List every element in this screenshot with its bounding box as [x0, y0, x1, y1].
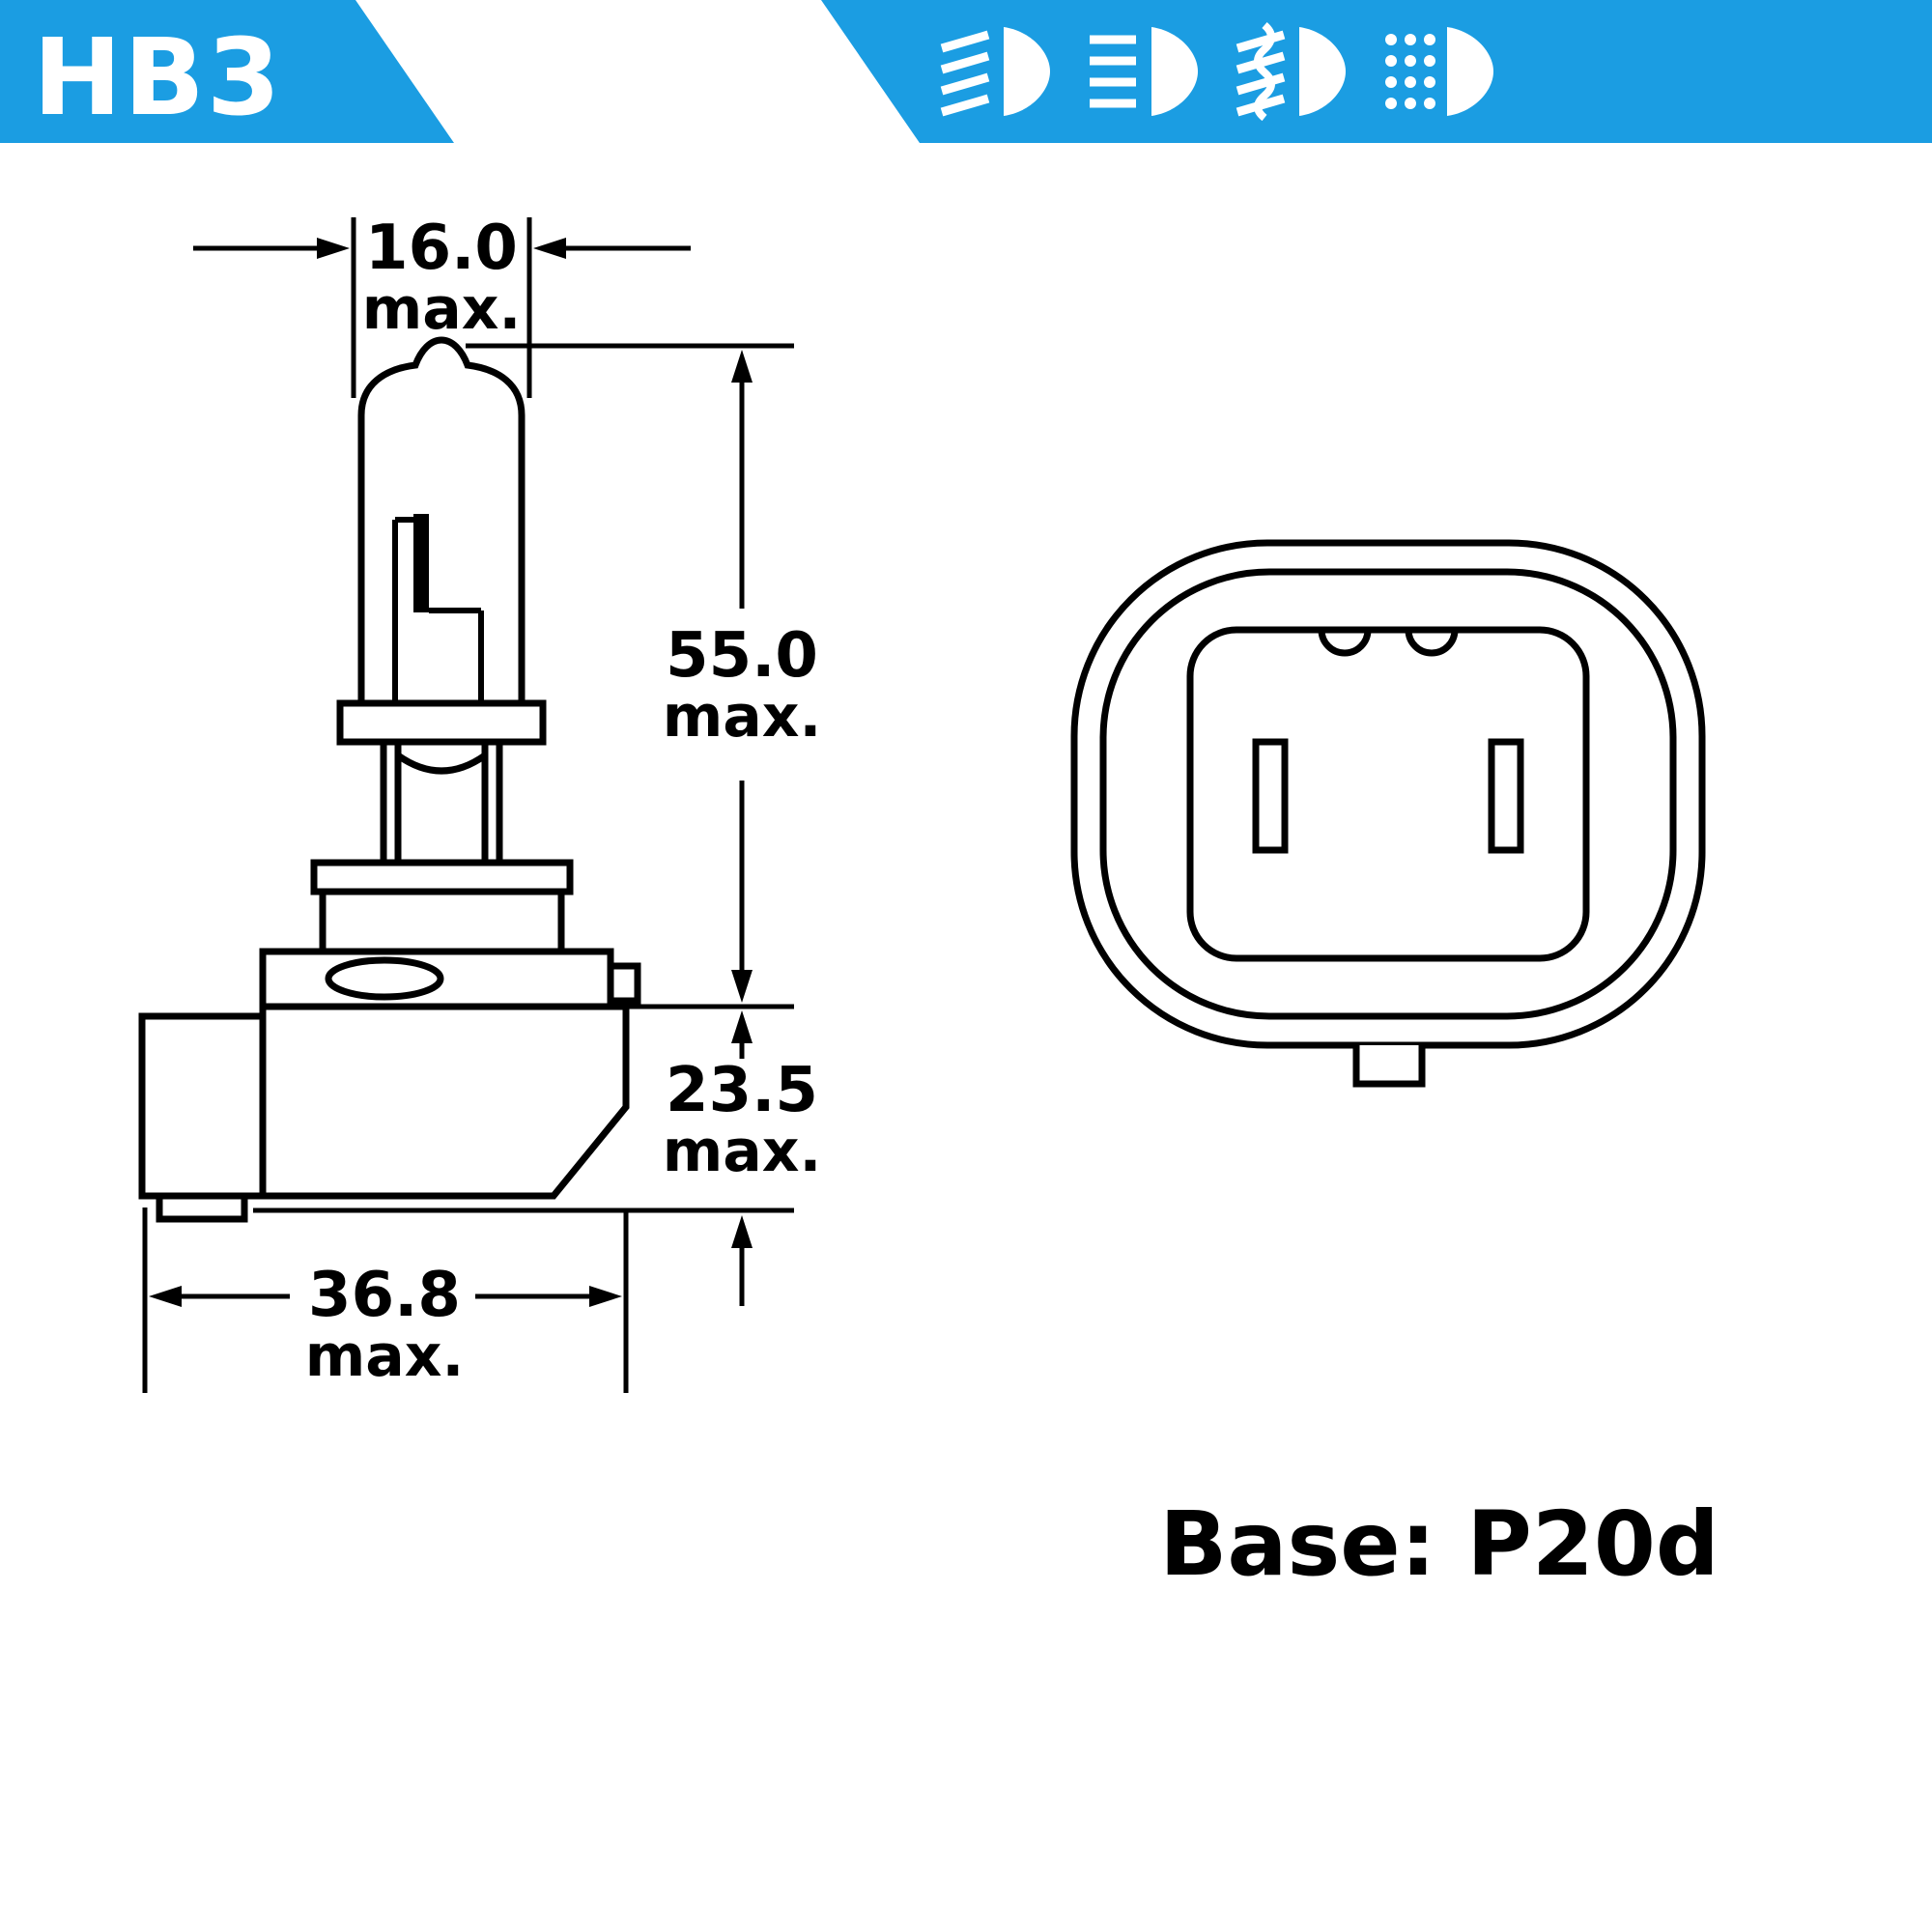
base-neck [319, 888, 565, 955]
collar-flange [336, 699, 547, 746]
base-flange-plate [259, 948, 614, 1010]
connector-plug-tab [156, 1192, 248, 1223]
dimension-base-depth: 23.5 max. [253, 1010, 821, 1306]
glass-envelope [357, 336, 526, 703]
base-width-suffix: max. [305, 1322, 465, 1390]
dimension-tube-diameter: 16.0 max. [193, 213, 691, 398]
base-ring [310, 859, 574, 895]
high-beam-icon [1090, 27, 1198, 116]
connector-outer-outline [1070, 539, 1706, 1049]
socket-body [259, 1003, 630, 1200]
flange-tab [607, 962, 641, 1005]
tube-diameter-value: 16.0 [365, 213, 518, 284]
front-fog-icon [1236, 21, 1346, 122]
low-beam-icon [940, 27, 1050, 117]
bulb-side-view [138, 336, 641, 1223]
model-label: HB3 [33, 15, 282, 139]
filament-lead-right [429, 608, 484, 703]
terminal-slot-left [1252, 738, 1289, 854]
tube-diameter-suffix: max. [362, 275, 522, 343]
filament-lead-left [392, 517, 413, 703]
header-left-banner [0, 0, 454, 143]
base-depth-value: 23.5 [666, 1055, 818, 1126]
keying-bump-left [1318, 629, 1372, 657]
header-band: HB3 [0, 0, 1932, 143]
daytime-running-light-icon [1385, 27, 1493, 116]
header-right-banner [821, 0, 1932, 143]
support-skirt [380, 742, 503, 863]
base-depth-suffix: max. [663, 1118, 822, 1185]
keying-bump-right [1405, 629, 1459, 657]
flange-detail [325, 956, 444, 1001]
connector-bottom-tab [1352, 1045, 1426, 1088]
dimension-base-width: 36.8 max. [142, 1208, 629, 1393]
overall-length-value: 55.0 [666, 620, 818, 692]
base-type-label: Base: P20d [1159, 1492, 1719, 1596]
dimension-overall-length: 55.0 max. [466, 343, 822, 1009]
filament [413, 514, 429, 612]
connector-top-view [1070, 539, 1706, 1088]
connector-cavity [1186, 626, 1590, 962]
connector-plug [138, 1012, 267, 1200]
base-width-value: 36.8 [308, 1260, 461, 1331]
connector-inner-outline [1099, 568, 1677, 1020]
overall-length-suffix: max. [663, 683, 822, 751]
terminal-slot-right [1488, 738, 1524, 854]
